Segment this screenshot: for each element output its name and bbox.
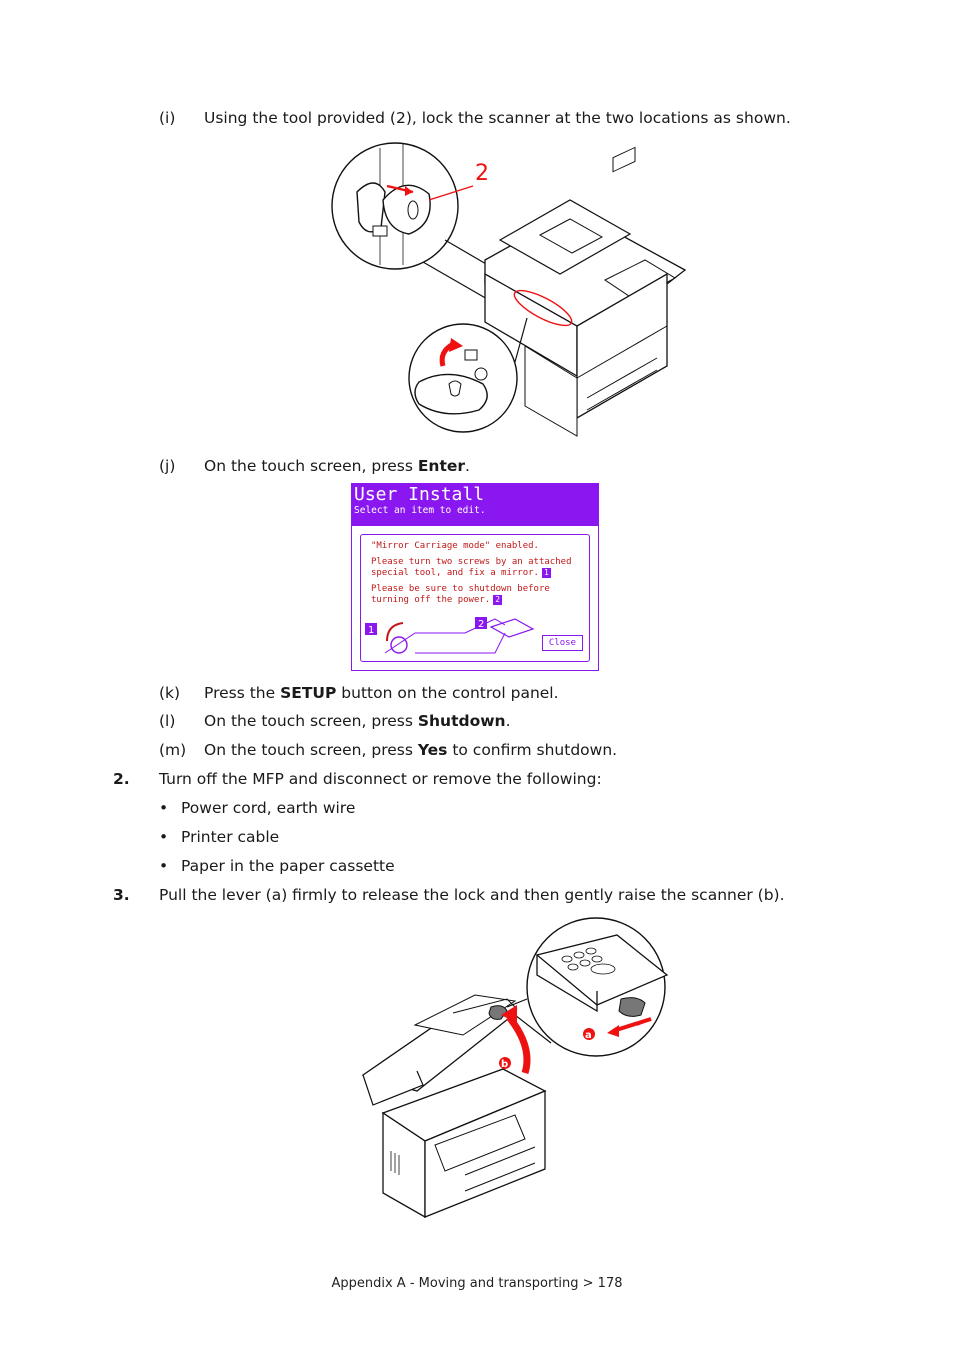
bullet-3-marker: • [159, 857, 169, 875]
step-k-post: button on the control panel. [336, 684, 559, 702]
bullet-2-text: Printer cable [181, 828, 280, 846]
label-b: b [501, 1059, 508, 1070]
bullet-2-marker: • [159, 828, 169, 846]
dialog-line-3: special tool, and fix a mirror.1 [371, 568, 551, 579]
step-j-label: (j) [159, 457, 176, 475]
step-k-label: (k) [159, 684, 181, 702]
step-2-text: Turn off the MFP and disconnect or remov… [159, 770, 602, 788]
step-l-pre: On the touch screen, press [204, 712, 418, 730]
svg-text:2: 2 [478, 619, 484, 630]
dialog-line-5-text: turning off the power. [371, 595, 491, 605]
step-k-text: Press the SETUP button on the control pa… [204, 683, 559, 703]
step-l-post: . [505, 712, 511, 730]
step-m-text: On the touch screen, press Yes to confir… [204, 740, 617, 760]
step-3-text: Pull the lever (a) firmly to release the… [159, 886, 785, 904]
raise-scanner-illustration: a b [361, 917, 669, 1219]
step-l-bold: Shutdown [417, 712, 506, 730]
step-l-label: (l) [159, 712, 176, 730]
close-button[interactable]: Close [541, 635, 583, 651]
dialog-line-5: turning off the power.2 [371, 595, 503, 606]
step-m-pre: On the touch screen, press [204, 741, 418, 759]
bullet-1-text: Power cord, earth wire [181, 799, 356, 817]
step-i-label: (i) [159, 109, 176, 127]
step-3-label: 3. [113, 886, 130, 904]
dialog-diagram: 1 2 [365, 617, 535, 654]
step-j-text: On the touch screen, press Enter. [204, 456, 470, 476]
badge-2: 2 [493, 595, 503, 605]
step-2-label: 2. [113, 770, 130, 788]
callout-number: 2 [475, 161, 489, 186]
dialog-line-1: "Mirror Carriage mode" enabled. [371, 541, 539, 551]
dialog-line-3-text: special tool, and fix a mirror. [371, 568, 539, 578]
screen-subtitle: Select an item to edit. [354, 505, 486, 516]
page-footer: Appendix A - Moving and transporting > 1… [331, 1276, 623, 1291]
step-k-bold: SETUP [280, 684, 337, 702]
step-m-label: (m) [159, 741, 187, 759]
touch-screen: User Install Select an item to edit. "Mi… [351, 483, 599, 671]
svg-text:1: 1 [368, 625, 374, 636]
label-a: a [585, 1030, 592, 1041]
dialog-line-2: Please turn two screws by an attached [371, 557, 572, 567]
step-l-text: On the touch screen, press Shutdown. [204, 711, 511, 731]
screen-dialog: "Mirror Carriage mode" enabled. Please t… [360, 534, 590, 662]
step-i-text: Using the tool provided (2), lock the sc… [204, 109, 791, 127]
bullet-1-marker: • [159, 799, 169, 817]
bullet-3-text: Paper in the paper cassette [181, 857, 395, 875]
step-j-post: . [465, 457, 470, 475]
step-m-post: to confirm shutdown. [447, 741, 618, 759]
screen-header: User Install Select an item to edit. [352, 484, 598, 526]
step-j-pre: On the touch screen, press [204, 457, 418, 475]
step-j-bold: Enter [417, 457, 466, 475]
step-k-pre: Press the [204, 684, 281, 702]
screen-title: User Install [354, 484, 485, 505]
badge-1: 1 [541, 568, 551, 578]
dialog-line-4: Please be sure to shutdown before [371, 584, 550, 594]
step-m-bold: Yes [417, 741, 448, 759]
scanner-lock-illustration: 2 [331, 142, 687, 437]
